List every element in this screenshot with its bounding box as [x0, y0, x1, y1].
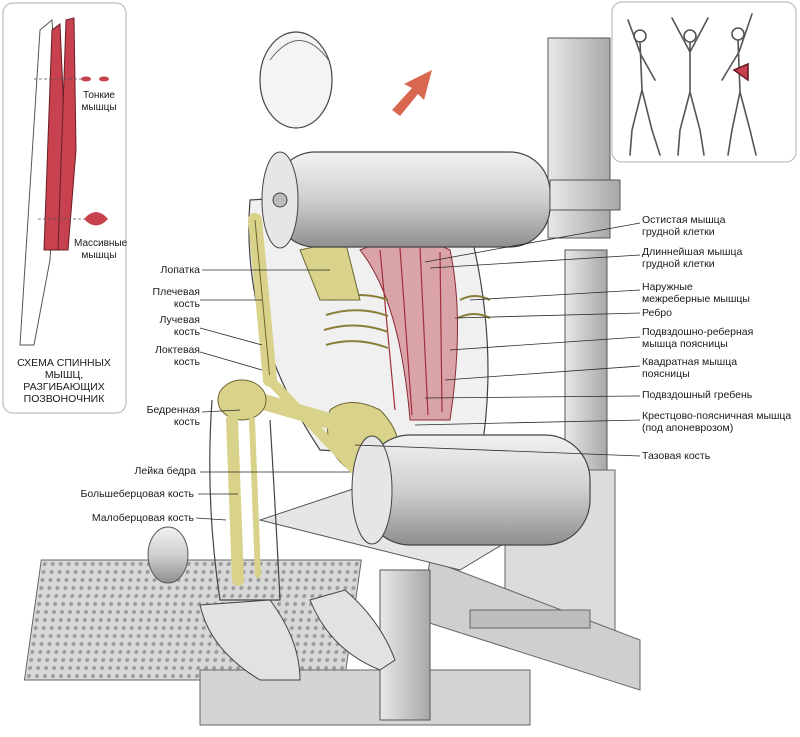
label-femur-neck: Лейка бедра	[134, 465, 197, 477]
reference-figures	[627, 13, 757, 156]
label-ulna: Локтевая кость	[155, 344, 200, 368]
label-humerus: Плечевая кость	[152, 286, 200, 310]
label-quadratus-lumborum: Квадратная мышца поясницы	[642, 356, 738, 380]
platform-base	[199, 669, 531, 726]
label-massive-muscles: Массивные мышцы	[74, 238, 128, 261]
label-iliac-crest: Подвздошный гребень	[642, 389, 753, 401]
label-thin-muscles: Тонкие мышцы	[81, 90, 117, 113]
label-longissimus-thoracis: Длиннейшая мышца грудной клетки	[642, 246, 743, 270]
label-radius: Лучевая кость	[159, 314, 200, 338]
label-femur: Бедренная кость	[146, 404, 200, 428]
left-leader-lines	[195, 269, 350, 521]
thigh-roller	[351, 434, 591, 546]
label-scapula: Лопатка	[160, 264, 201, 276]
label-fibula: Малоберцовая кость	[91, 512, 194, 524]
label-pelvic-bone: Тазовая кость	[642, 450, 711, 462]
label-spinalis-thoracis: Остистая мышца грудной клетки	[642, 214, 726, 238]
label-tibia: Большеберцовая кость	[80, 488, 194, 500]
front-roller	[147, 526, 189, 584]
back-roller	[261, 151, 621, 249]
right-leader-lines	[354, 222, 641, 457]
label-external-intercostals: Наружные межреберные мышцы	[642, 281, 750, 305]
figures-panel	[611, 1, 797, 163]
muscle-schema-drawing	[19, 17, 109, 346]
movement-arrow	[392, 70, 432, 116]
foot-platform	[23, 559, 362, 681]
label-iliocostalis-lumborum: Подвздошно-реберная мышца поясницы	[642, 326, 754, 350]
schema-caption: СХЕМА СПИННЫХ МЫШЦ, РАЗГИБАЮЩИХ ПОЗВОНОЧ…	[17, 357, 111, 405]
label-rib: Ребро	[642, 307, 672, 319]
label-sacrospinalis: Крестцово-поясничная мышца (под апоневро…	[642, 410, 792, 434]
